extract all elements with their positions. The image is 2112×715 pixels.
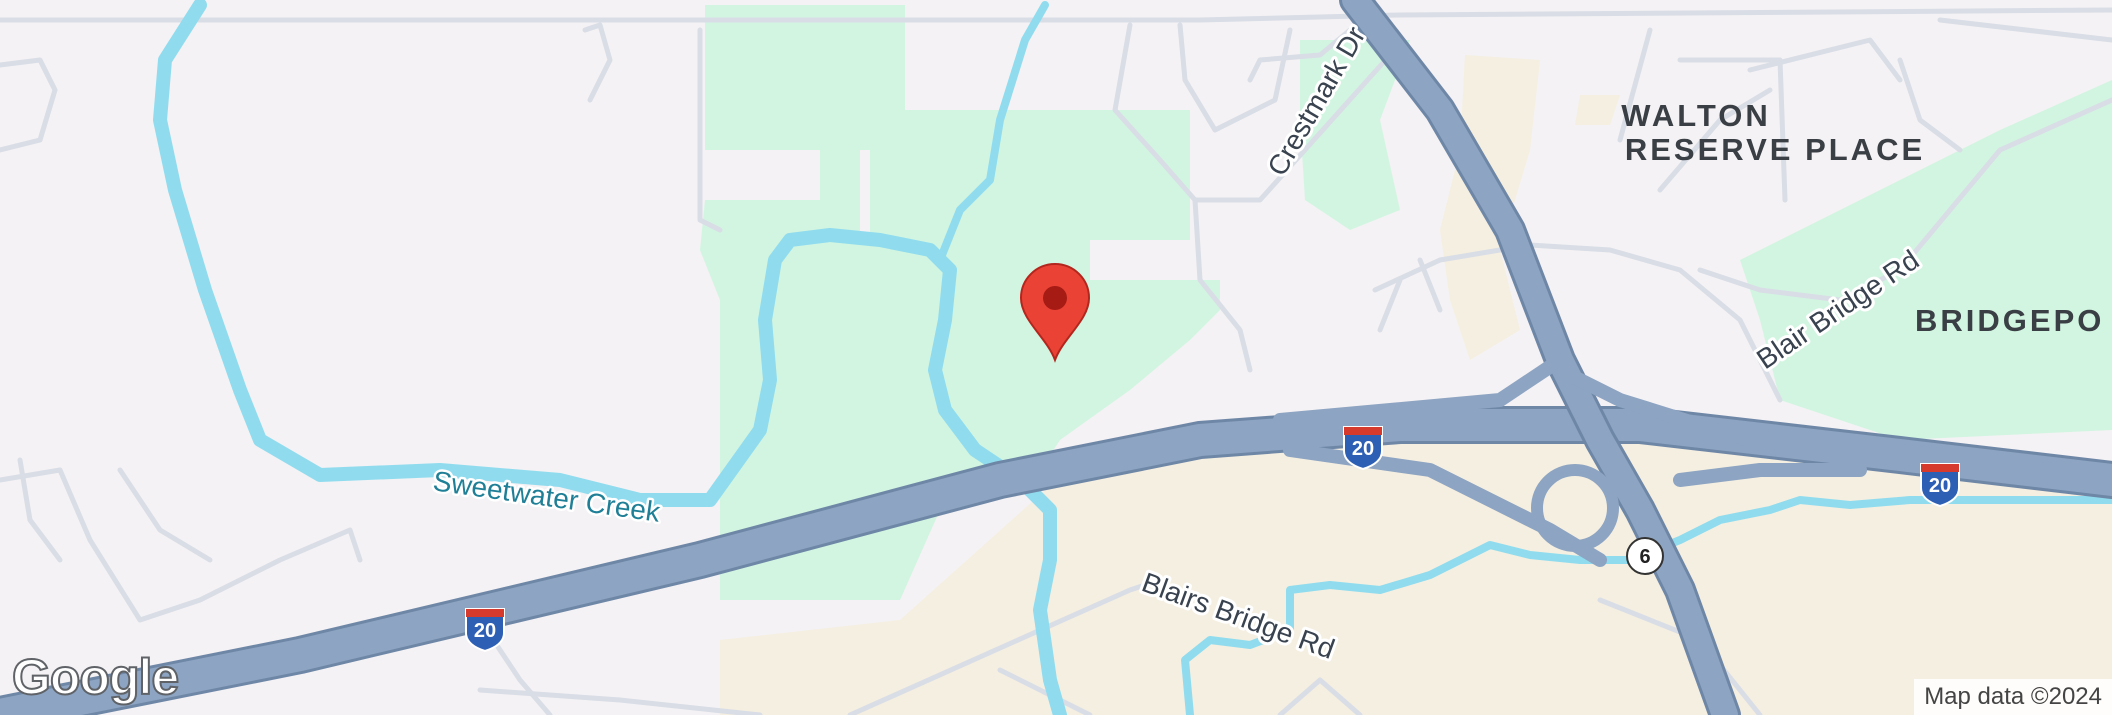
map-pin-icon[interactable] <box>1019 263 1091 363</box>
svg-text:20: 20 <box>474 620 496 642</box>
minor-roads <box>0 7 2112 715</box>
place-label-walton-reserve: RESERVE PLACE <box>1625 132 1925 167</box>
interstate-shield-icon: 20 <box>1920 463 1960 508</box>
state-route-shield-icon: 6 <box>1626 537 1664 575</box>
google-logo: Google <box>11 648 180 706</box>
svg-text:20: 20 <box>1929 475 1951 497</box>
map-attribution[interactable]: Map data ©2024 <box>1914 679 2112 715</box>
svg-text:6: 6 <box>1639 546 1650 568</box>
park-areas <box>700 5 2112 600</box>
place-label-walton: WALTON <box>1621 98 1770 133</box>
interstate-shield-icon: 20 <box>1343 426 1383 471</box>
svg-text:20: 20 <box>1352 438 1374 460</box>
interstate-shield-icon: 20 <box>465 608 505 653</box>
place-label-bridgeport: BRIDGEPO <box>1915 303 2104 338</box>
